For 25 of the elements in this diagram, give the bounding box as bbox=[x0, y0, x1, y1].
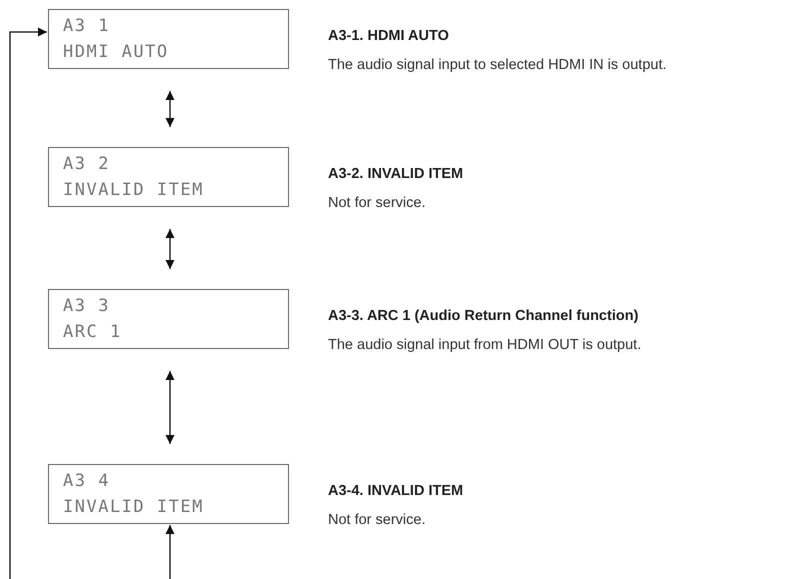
arrow bbox=[166, 525, 174, 579]
item-description: Not for service. bbox=[328, 195, 426, 211]
display-panel bbox=[48, 464, 289, 524]
item-heading: A3-1. HDMI AUTO bbox=[328, 28, 449, 44]
display-text: A3 2 bbox=[63, 153, 111, 176]
item-description: Not for service. bbox=[328, 512, 426, 528]
item-heading: A3-3. ARC 1 (Audio Return Channel function) bbox=[328, 308, 638, 324]
item-heading: A3-4. INVALID ITEM bbox=[328, 483, 464, 499]
arrow bbox=[9, 28, 47, 579]
display-panel bbox=[48, 147, 289, 207]
display-text: ARC 1 bbox=[63, 321, 123, 344]
display-panel bbox=[48, 9, 289, 69]
display-text: INVALID ITEM bbox=[63, 496, 205, 519]
arrow bbox=[166, 229, 174, 269]
display-text: A3 4 bbox=[63, 470, 111, 493]
display-text: A3 3 bbox=[63, 295, 111, 318]
item-description: The audio signal input to selected HDMI IN is output. bbox=[328, 57, 667, 73]
display-text: HDMI AUTO bbox=[63, 41, 170, 64]
display-text: A3 1 bbox=[63, 15, 111, 38]
item-description: The audio signal input from HDMI OUT is output. bbox=[328, 337, 642, 353]
arrow bbox=[166, 371, 174, 444]
arrow bbox=[166, 91, 174, 127]
display-text: INVALID ITEM bbox=[63, 179, 205, 202]
display-panel bbox=[48, 289, 289, 349]
item-heading: A3-2. INVALID ITEM bbox=[328, 166, 464, 182]
